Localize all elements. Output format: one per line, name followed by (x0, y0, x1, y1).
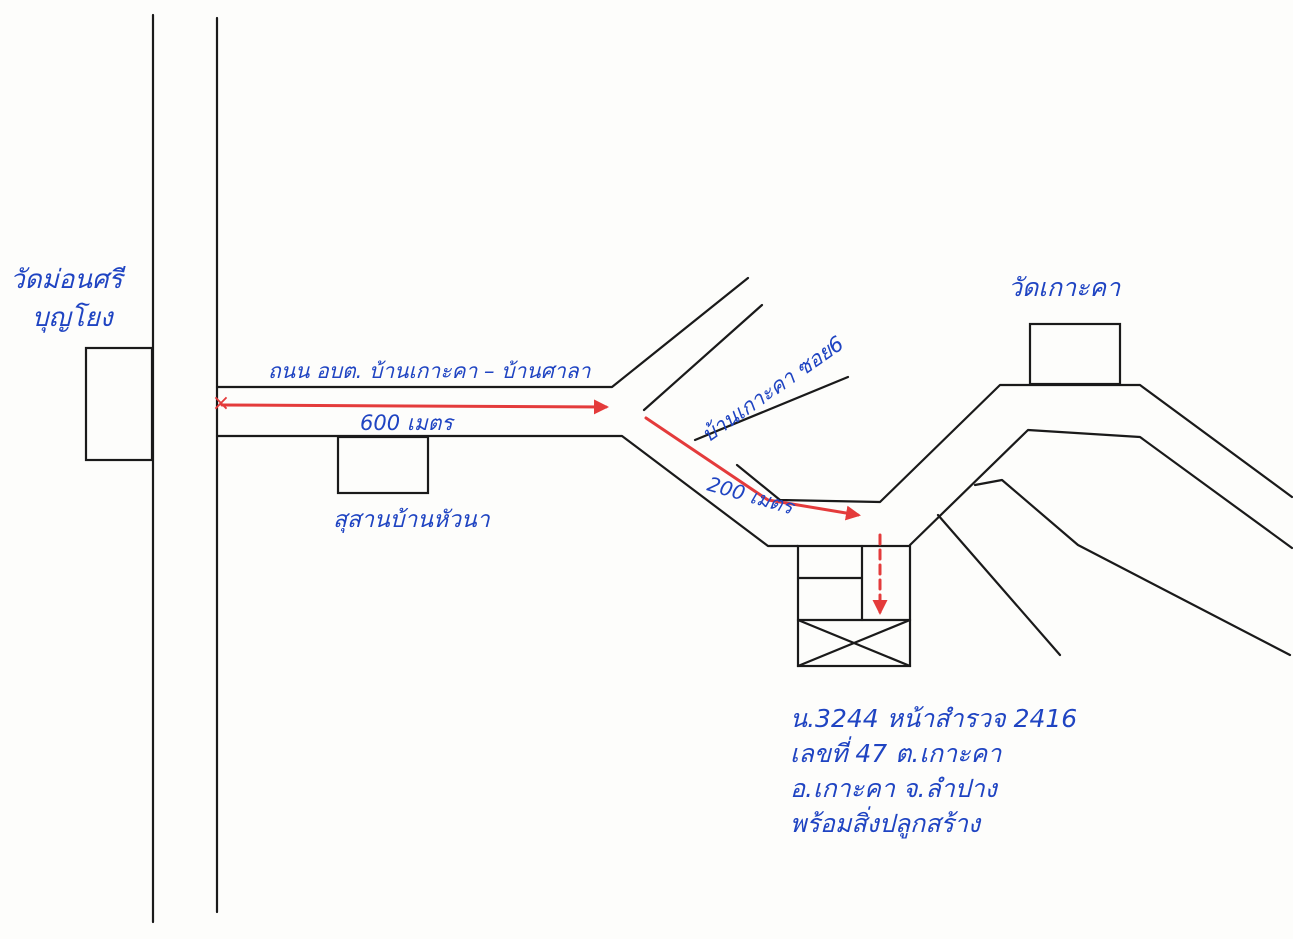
temple-left-label-line2: บุญโยง (32, 302, 115, 333)
main-road-label: ถนน อบต. บ้านเกาะคา – บ้านศาลา (268, 359, 592, 383)
temple-left-label-line1: วัดม่อนศรี (10, 265, 126, 295)
soi-road (642, 303, 850, 442)
cemetery-label: สุสานบ้านหัวนา (333, 507, 491, 533)
main-vertical-road (151, 13, 219, 924)
address-line-2: เลขที่ 47 ต.เกาะคา (790, 736, 1002, 768)
address-line-3: อ.เกาะคา จ.ลำปาง (790, 774, 999, 803)
temple-right-building (1028, 322, 1122, 386)
distance-200-label: 200 เมตร (705, 472, 799, 520)
horizontal-road (215, 276, 800, 548)
temple-right-label: วัดเกาะคา (1008, 273, 1121, 302)
cemetery-building (336, 435, 430, 495)
route-path (220, 399, 888, 615)
address-line-1: น.3244 หน้าสำรวจ 2416 (790, 704, 1077, 733)
address-line-4: พร้อมสิ่งปลูกสร้าง (790, 806, 982, 839)
distance-600-label: 600 เมตร (360, 411, 455, 435)
start-marker-icon: × (212, 391, 230, 416)
right-road (735, 383, 1293, 657)
temple-left-building (84, 346, 154, 462)
soi-label: บ้านเกาะคา ซอย6 (697, 331, 848, 447)
target-property (796, 544, 912, 668)
